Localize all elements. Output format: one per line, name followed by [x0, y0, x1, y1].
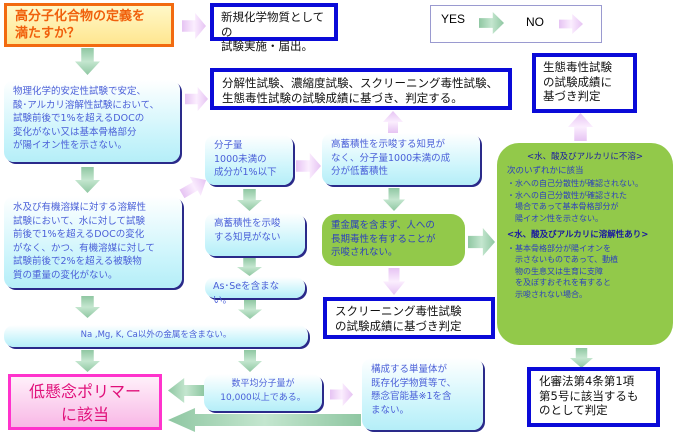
no-arrow	[383, 111, 403, 133]
outcome-low-concern-polymer: 低懸念ポリマー に該当	[8, 374, 162, 430]
insoluble-heading: <水、酸及びアルカリに不溶>	[527, 152, 643, 162]
soluble-item: ・基本骨格部分が陽イオンを 示さないものであって、動植 物の生息又は生育に支障 …	[507, 243, 619, 299]
insoluble-item: ・水への自己分散性が確認された 場合であって基本骨格部分が 陽イオン性を示さない…	[507, 190, 627, 223]
condition-heavy-metal: 重金属を含まず、人への 長期毒性を有することが 示唆されない。	[322, 214, 465, 266]
insoluble-intro: 次のいずれかに該当	[507, 165, 584, 176]
no-arrow	[330, 383, 353, 406]
outcome-article4: 化審法第4条第1項 第5号に該当するも のとして判定	[527, 367, 660, 427]
yes-arrow	[75, 167, 100, 193]
condition-number-average-mw: 数平均分子量が 10,000以上である。	[204, 374, 322, 411]
condition-low-bioaccumulation: 高蓄積性を示唆する知見が なく、分子量1000未満の成 分が低蓄積性	[322, 133, 480, 185]
yes-arrow	[168, 378, 204, 403]
yes-arrow	[75, 350, 100, 372]
condition-no-high-bioaccumulation: 高蓄積性を示唆 する知見がない	[205, 213, 305, 256]
outcome-full-tests: 分解性試験、濃縮度試験、スクリーニング毒性試験、 生態毒性試験の試験成績に基づき…	[210, 68, 512, 110]
outcome-screening: スクリーニング毒性試験 の試験成績に基づき判定	[323, 297, 495, 339]
condition-monomer: 構成する単量体が 既存化学物質等で、 懸念官能基※1を含 まない。	[362, 358, 483, 430]
yes-arrow	[75, 296, 100, 318]
no-arrow	[568, 113, 593, 141]
insoluble-item: ・水への自己分散性が確認されない。	[507, 179, 643, 188]
legend-yes-label: YES	[441, 12, 466, 26]
no-arrow	[383, 268, 405, 295]
legend-no-label: NO	[526, 15, 544, 29]
yes-arrow	[237, 189, 262, 211]
soluble-heading: <水、酸及びアルカリに溶解性あり>	[507, 230, 649, 240]
legend-no-arrow-icon	[559, 14, 583, 34]
no-arrow	[185, 87, 208, 111]
condition-aquatic-solubility: <水、酸及びアルカリに不溶> 次のいずれかに該当 ・水への自己分散性が確認されな…	[497, 143, 673, 345]
legend-yes-arrow-icon	[479, 12, 504, 34]
yes-arrow	[238, 300, 262, 319]
yes-arrow	[237, 258, 262, 276]
legend: YES NO	[430, 5, 602, 43]
condition-metals: Na ,Mg, K, Ca以外の金属を含まない。	[4, 325, 308, 347]
yes-arrow	[383, 188, 405, 211]
no-arrow	[296, 153, 321, 179]
yes-arrow	[570, 348, 593, 368]
yes-arrow	[168, 408, 361, 432]
condition-mw-fraction: 分子量 1000未満の 成分が1%以下	[205, 135, 293, 185]
question-polymer-definition: 高分子化合物の定義を 満たすか？	[4, 3, 174, 47]
outcome-new-chemical: 新規化学物質としての 試験実施・届出。	[210, 3, 338, 53]
outcome-ecotox: 生態毒性試験 の試験成績に 基づき判定	[532, 53, 637, 113]
condition-no-as-se: As･Seを含まない。	[205, 277, 305, 306]
yes-arrow	[238, 350, 262, 372]
yes-arrow	[468, 228, 495, 256]
condition-stability: 物理化学的安定性試験で安定、 酸･アルカリ溶解性試験において、 試験前後で1%を…	[4, 80, 180, 162]
no-arrow	[182, 13, 206, 39]
condition-solubility: 水及び有機溶媒に対する溶解性 試験において、水に対して試験 前後で1%を超えるD…	[4, 196, 182, 288]
yes-arrow	[75, 48, 100, 75]
